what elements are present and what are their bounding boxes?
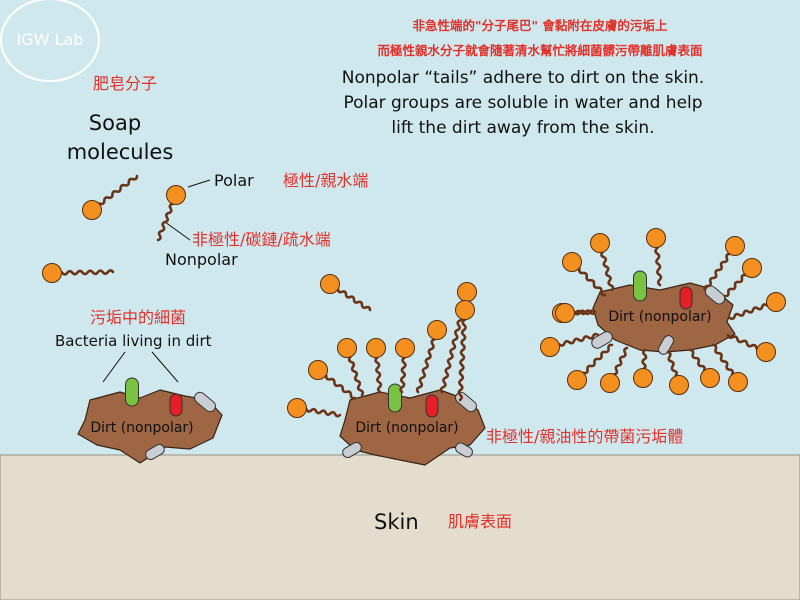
watermark-logo: IGW Lab bbox=[17, 30, 84, 49]
soap-head bbox=[366, 338, 386, 358]
soap-head bbox=[540, 337, 560, 357]
polar-pointer-line bbox=[187, 179, 211, 188]
soap-head bbox=[766, 292, 786, 312]
dirt-label-chinese: 非極性/親油性的帶菌污垢體 bbox=[486, 427, 683, 446]
dirt-label-3: Dirt (nonpolar) bbox=[608, 309, 711, 325]
soap-head bbox=[633, 368, 653, 388]
soap-head bbox=[567, 370, 587, 390]
bacteria-gray bbox=[658, 335, 674, 355]
bacteria-green bbox=[388, 383, 402, 413]
soap-head bbox=[555, 303, 575, 323]
soap-tail bbox=[415, 328, 439, 394]
bacteria-green bbox=[125, 377, 139, 407]
bacteria-green bbox=[633, 270, 647, 302]
bacteria-label-chinese: 污垢中的細菌 bbox=[90, 308, 186, 327]
bacteria-red bbox=[169, 393, 183, 417]
dirt-blob bbox=[77, 389, 223, 464]
soap-label-line-2: molecules bbox=[67, 140, 174, 164]
polar-label-chinese: 極性/親水端 bbox=[283, 171, 368, 190]
soap-tail bbox=[457, 308, 468, 402]
bacteria-red bbox=[679, 286, 693, 310]
soap-head bbox=[166, 185, 186, 205]
nonpolar-label-chinese: 非極性/碳鏈/疏水端 bbox=[192, 230, 331, 249]
skin-label-chinese: 肌膚表面 bbox=[448, 512, 512, 531]
bacteria-pointer-right bbox=[151, 351, 179, 383]
soap-head bbox=[82, 200, 102, 220]
soap-head bbox=[395, 338, 415, 358]
dirt-label-1: Dirt (nonpolar) bbox=[90, 420, 193, 436]
soap-head bbox=[669, 375, 689, 395]
title-english-line-2: Polar groups are soluble in water and he… bbox=[343, 93, 702, 113]
dirt-label-2: Dirt (nonpolar) bbox=[355, 420, 458, 436]
soap-head bbox=[455, 300, 475, 320]
polar-label: Polar bbox=[214, 171, 254, 190]
nonpolar-pointer-line bbox=[164, 221, 191, 241]
soap-head bbox=[308, 360, 328, 380]
soap-head bbox=[562, 252, 582, 272]
molecule-layer bbox=[42, 174, 786, 466]
soap-head bbox=[742, 258, 762, 278]
watermark-circle bbox=[0, 0, 100, 82]
nonpolar-label: Nonpolar bbox=[165, 250, 238, 269]
skin-surface bbox=[0, 454, 800, 600]
soap-head bbox=[728, 372, 748, 392]
soap-head bbox=[756, 342, 776, 362]
soap-label-chinese: 肥皂分子 bbox=[93, 74, 157, 93]
title-chinese-line-1: 非急性端的"分子尾巴" 會黏附在皮膚的污垢上 bbox=[413, 18, 668, 33]
soap-head bbox=[42, 263, 62, 283]
title-english-line-1: Nonpolar “tails” adhere to dirt on the s… bbox=[342, 68, 704, 88]
bacteria-red bbox=[425, 394, 439, 418]
title-chinese-line-2: 而極性親水分子就會隨著清水幫忙將細菌髒污帶離肌膚表面 bbox=[377, 43, 703, 58]
soap-head bbox=[457, 282, 477, 302]
soap-head bbox=[600, 373, 620, 393]
soap-head bbox=[337, 338, 357, 358]
bacteria-gray bbox=[455, 442, 473, 458]
bacteria-gray bbox=[194, 391, 216, 413]
soap-head bbox=[320, 274, 340, 294]
soap-head bbox=[287, 398, 307, 418]
bacteria-pointer-left bbox=[102, 351, 126, 383]
title-english-line-3: lift the dirt away from the skin. bbox=[391, 118, 654, 138]
soap-head bbox=[590, 233, 610, 253]
soap-head bbox=[646, 228, 666, 248]
bacteria-gray bbox=[342, 442, 362, 458]
soap-label-line-1: Soap bbox=[89, 111, 141, 135]
skin-label: Skin bbox=[374, 510, 419, 534]
bacteria-label: Bacteria living in dirt bbox=[55, 332, 212, 350]
soap-tail bbox=[50, 269, 115, 276]
soap-head bbox=[700, 368, 720, 388]
bacteria-gray bbox=[704, 285, 726, 305]
soap-head bbox=[725, 236, 745, 256]
soap-head bbox=[427, 320, 447, 340]
bacteria-gray bbox=[145, 444, 165, 460]
